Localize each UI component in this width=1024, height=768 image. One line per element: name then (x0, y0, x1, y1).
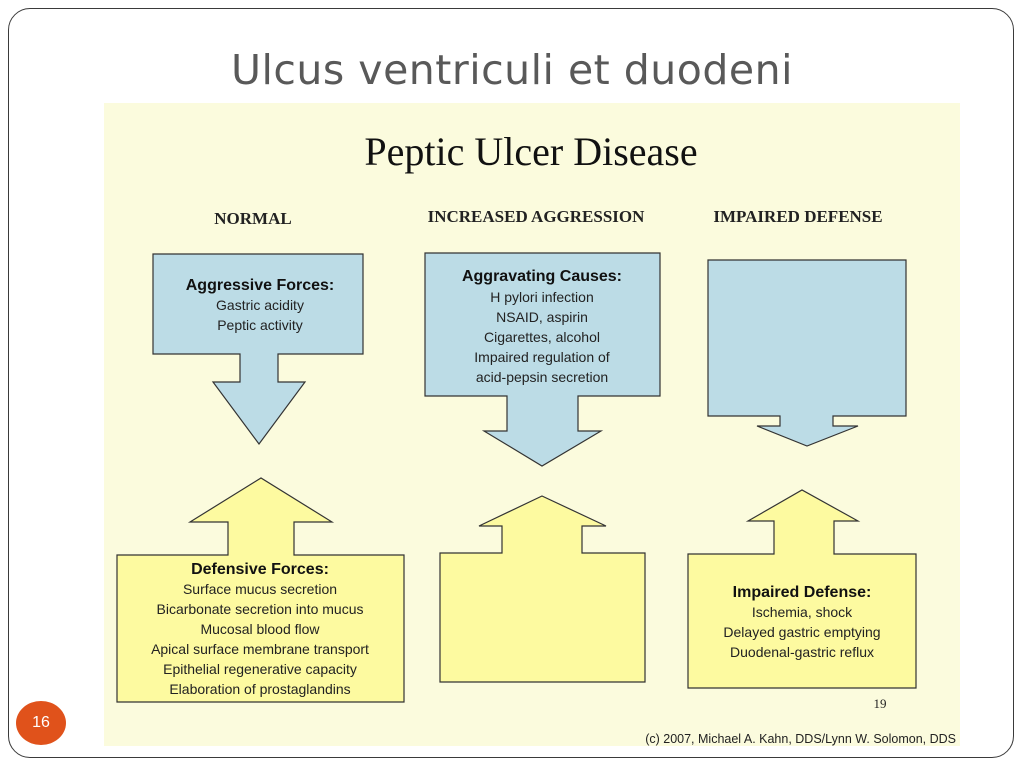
aggravating-causes-arrow (424, 252, 661, 467)
aggravating-item: acid-pepsin secretion (476, 369, 608, 385)
defensive-item: Mucosal blood flow (200, 621, 320, 637)
impaired-item: Duodenal-gastric reflux (730, 644, 874, 660)
impaired-item: Ischemia, shock (752, 604, 853, 620)
defensive-forces-title: Defensive Forces: (191, 561, 329, 578)
aggressive-forces-title: Aggressive Forces: (186, 277, 335, 294)
aggressive-item: Gastric acidity (216, 297, 304, 313)
slide-number-badge: 16 (16, 701, 66, 745)
aggravating-item: Cigarettes, alcohol (484, 329, 600, 345)
column-header-impaired-defense: IMPAIRED DEFENSE (713, 207, 882, 226)
normal-aggression-arrow (707, 259, 907, 447)
aggravating-causes-title: Aggravating Causes: (462, 268, 622, 285)
defensive-item: Elaboration of prostaglandins (169, 681, 350, 697)
defensive-forces-arrow (116, 477, 405, 703)
copyright-text: (c) 2007, Michael A. Kahn, DDS/Lynn W. S… (645, 732, 956, 746)
aggravating-item: NSAID, aspirin (496, 309, 588, 325)
impaired-defense-title: Impaired Defense: (733, 584, 872, 601)
slide-title: Ulcus ventriculi et duodeni (230, 46, 793, 94)
diagram-title: Peptic Ulcer Disease (364, 129, 697, 174)
source-page-number: 19 (874, 696, 887, 711)
aggressive-item: Peptic activity (217, 317, 303, 333)
impaired-defense-arrow (687, 489, 917, 689)
impaired-item: Delayed gastric emptying (723, 624, 880, 640)
column-header-increased-aggression: INCREASED AGGRESSION (428, 207, 646, 226)
reduced-defense-arrow (439, 495, 646, 683)
defensive-item: Apical surface membrane transport (151, 641, 369, 657)
defensive-item: Epithelial regenerative capacity (163, 661, 357, 677)
slide-frame (8, 8, 1014, 758)
defensive-item: Bicarbonate secretion into mucus (157, 601, 364, 617)
aggressive-forces-arrow (152, 253, 364, 446)
aggravating-item: H pylori infection (490, 289, 594, 305)
aggravating-item: Impaired regulation of (474, 349, 610, 365)
column-header-normal: NORMAL (214, 209, 291, 228)
defensive-item: Surface mucus secretion (183, 581, 337, 597)
